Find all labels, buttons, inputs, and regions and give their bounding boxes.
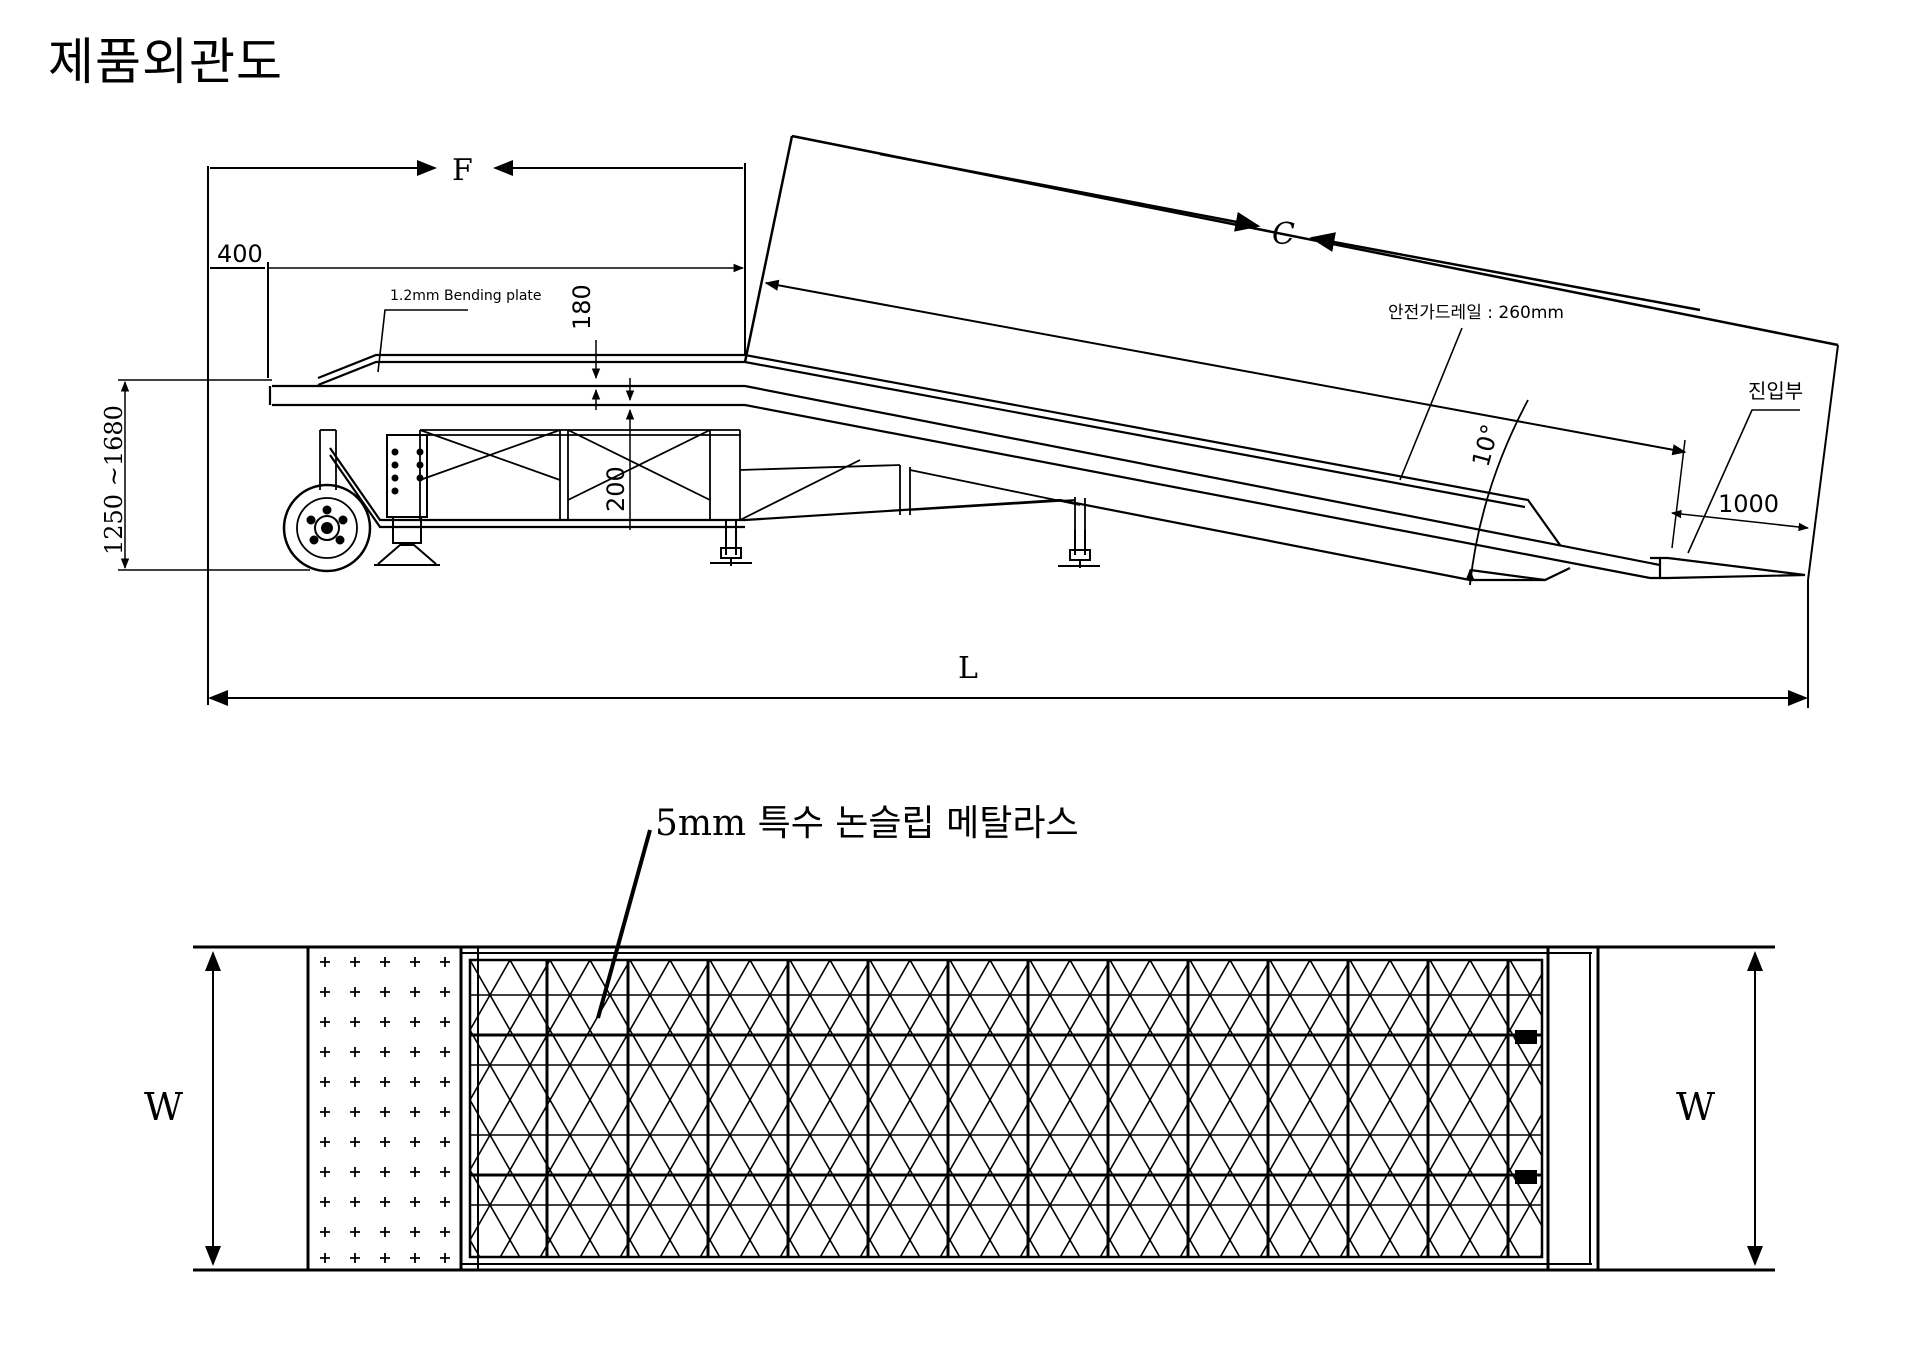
support-jack-3 [1058, 530, 1100, 568]
entry-leader [1687, 409, 1800, 554]
metal-lath-mesh [470, 960, 1542, 1257]
dim-180-label: 180 [568, 284, 596, 330]
top-view [193, 829, 1775, 1272]
dim-400 [210, 262, 745, 378]
dim-height [118, 379, 310, 571]
ramp-length-line [764, 279, 1687, 456]
support-jack-2 [710, 520, 752, 566]
ramp-beams [470, 960, 1542, 1257]
dim-400-label: 400 [217, 240, 263, 268]
width-right-label: W [1676, 1085, 1715, 1129]
metal-lath-leader [596, 829, 652, 1019]
guardrail-leader [1399, 327, 1463, 481]
dim-L [208, 580, 1809, 708]
platform-crosses [320, 957, 450, 1263]
bending-plate-label: 1.2mm Bending plate [390, 288, 542, 304]
dim-L-label: L [958, 651, 978, 686]
dim-1000 [1670, 509, 1810, 532]
dim-height-label: 1250 ~1680 [100, 405, 128, 555]
dim-F-label: F [452, 153, 473, 188]
page-title: 제품외관도 [48, 33, 283, 91]
entry-label: 진입부 [1748, 379, 1803, 403]
side-view [118, 134, 1839, 708]
dim-C-label: C [1272, 217, 1295, 252]
dim-200-label: 200 [602, 466, 630, 512]
dim-1000-label: 1000 [1718, 490, 1779, 518]
ramp-body [268, 353, 1806, 582]
metal-lath-label: 5mm 특수 논슬립 메탈라스 [655, 803, 1079, 844]
bending-plate-leader [377, 309, 468, 373]
width-left-label: W [144, 1085, 183, 1129]
dim-F [207, 160, 746, 705]
wheel [282, 483, 372, 573]
support-jack-1 [374, 434, 440, 566]
angle-arc [1469, 399, 1529, 586]
chassis-truss [319, 429, 1086, 530]
guardrail-label: 안전가드레일 : 260mm [1388, 303, 1564, 323]
